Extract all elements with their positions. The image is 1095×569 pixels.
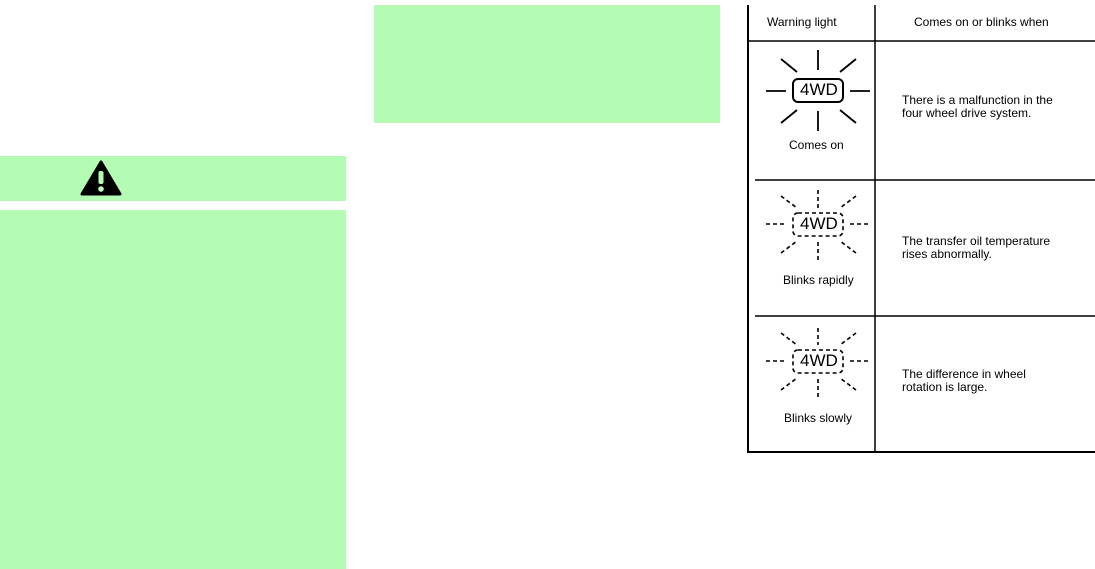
header-warning-light: Warning light [767,15,837,29]
4wd-warning-lamp-icon [766,190,870,260]
note-box [374,5,720,123]
condition-text-line: four wheel drive system. [902,106,1032,120]
warning-triangle-icon [80,160,122,196]
lamp-state-caption: Blinks rapidly [783,273,854,287]
lamp-state-caption: Blinks slowly [784,411,853,425]
condition-text-line: The transfer oil temperature [902,234,1051,248]
lamp-label: 4WD [800,80,838,99]
4wd-warning-lamp-icon [766,50,870,131]
lamp-state-caption: Comes on [789,138,844,152]
condition-text-line: The difference in wheel [902,367,1026,381]
lamp-label: 4WD [800,214,838,233]
warning-body [0,210,346,569]
condition-text-line: rises abnormally. [902,247,992,261]
4wd-warning-lamp-icon [766,328,870,397]
condition-text-line: There is a malfunction in the [902,93,1053,107]
header-comes-on-or-blinks: Comes on or blinks when [914,15,1049,29]
lamp-label: 4WD [800,351,838,370]
condition-text-line: rotation is large. [902,380,988,394]
warning-header [0,156,346,201]
